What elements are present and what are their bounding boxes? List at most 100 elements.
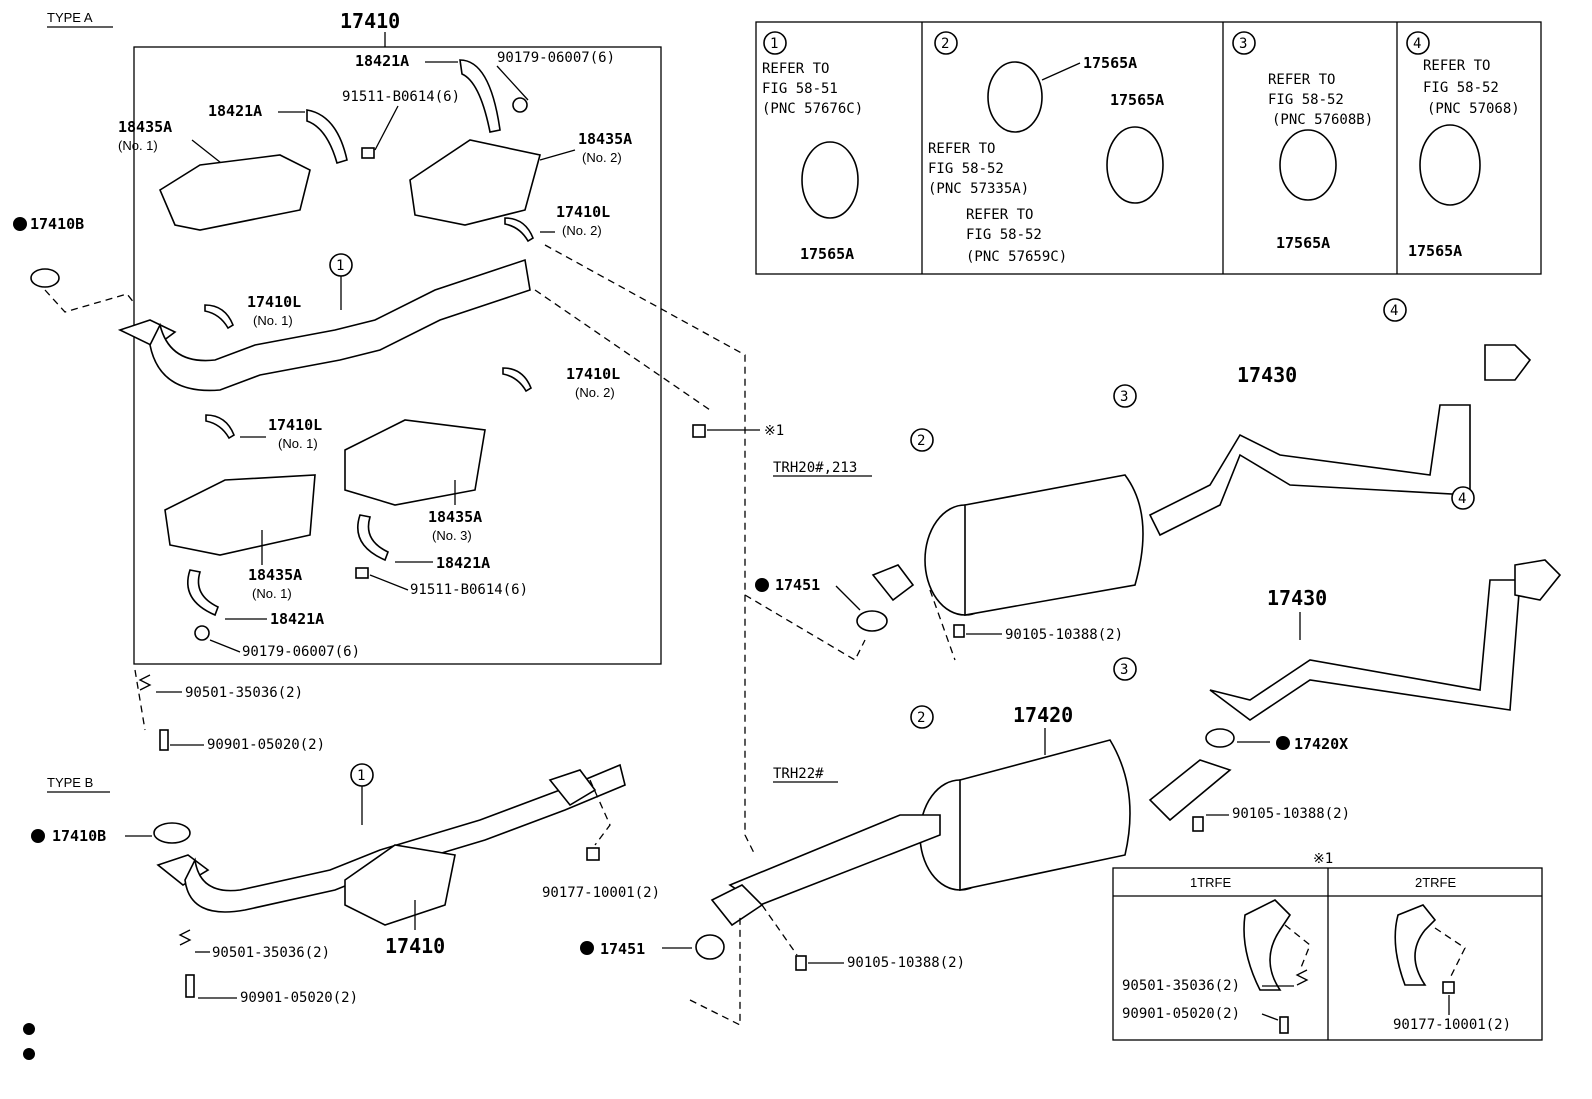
ref4-b: FIG 58-52 <box>1268 92 1344 108</box>
label-17410l-1-no: (No. 2) <box>562 223 602 238</box>
outlet-pipe-17420 <box>1148 759 1232 822</box>
callout-1-ref <box>763 31 787 55</box>
label-17451-1: 17451 <box>775 576 820 594</box>
bracket-17410l-4 <box>205 414 235 440</box>
svg-text:4: 4 <box>1413 36 1421 52</box>
label-17420: 17420 <box>1013 703 1073 727</box>
label-hanger-3: 17565A <box>1110 91 1164 109</box>
label-18435a-3-no: (No. 3) <box>432 528 472 543</box>
ref1-c: (PNC 57676C) <box>762 101 863 117</box>
hanger-17565a-3 <box>1106 126 1164 204</box>
hanger-17565a-2 <box>987 61 1043 133</box>
non-reusable-dot-1 <box>13 217 27 231</box>
muffler-body-17420-b <box>959 739 1131 891</box>
label-90901-2: 90901-05020(2) <box>240 990 358 1006</box>
table-1trfe: 1TRFE <box>1190 875 1232 890</box>
label-90501-3: 90501-35036(2) <box>1122 978 1240 994</box>
legend-dot-en <box>23 1048 35 1060</box>
gasket-17420x <box>1205 728 1235 748</box>
callout-4-ref <box>1406 31 1430 55</box>
label-18435a-4-no: (No. 1) <box>252 586 292 601</box>
callout-3-b <box>1113 657 1137 681</box>
ref1-b: FIG 58-51 <box>762 81 838 97</box>
ref5-a: REFER TO <box>1423 58 1490 74</box>
label-17410b-1: 17410B <box>30 215 84 233</box>
label-90105-2: 90105-10388(2) <box>1232 806 1350 822</box>
bolt-90105-3 <box>795 955 807 971</box>
non-reusable-dot-2 <box>31 829 45 843</box>
label-18435a-3: 18435A <box>428 508 482 526</box>
bracket-17410l-3 <box>502 367 532 393</box>
label-90105-1: 90105-10388(2) <box>1005 627 1123 643</box>
svg-text:1: 1 <box>357 768 365 784</box>
ref5-c: (PNC 57068) <box>1427 101 1520 117</box>
label-17420x: 17420X <box>1294 735 1348 753</box>
ref3-c: (PNC 57659C) <box>966 249 1067 265</box>
clamp-18421a-3 <box>357 514 390 562</box>
label-17430-b: 17430 <box>1267 586 1327 610</box>
hanger-17565a-1 <box>801 141 859 219</box>
ref1-a: REFER TO <box>762 61 829 77</box>
type-a-label: TYPE A <box>47 10 93 25</box>
pipe-end-1trfe <box>1243 899 1292 991</box>
bolt-90105-2 <box>1192 816 1204 832</box>
gasket-17410b-2 <box>153 822 191 844</box>
callout-3-ref <box>1232 31 1256 55</box>
muffler-body-17430-a <box>964 474 1144 616</box>
svg-text:2: 2 <box>917 710 925 726</box>
label-17410b-2: 17410B <box>52 827 106 845</box>
clamp-18421a-4 <box>187 569 220 617</box>
label-90501-1: 90501-35036(2) <box>185 685 303 701</box>
gasket-17451-1 <box>856 610 888 632</box>
label-17410-top: 17410 <box>340 9 400 33</box>
label-trh22: TRH22# <box>773 766 824 782</box>
non-reusable-dot-3 <box>755 578 769 592</box>
nut-90177-1 <box>586 847 600 861</box>
center-pipe-17420 <box>728 814 941 906</box>
label-90177-1: 90177-10001(2) <box>542 885 660 901</box>
label-17410-b: 17410 <box>385 934 445 958</box>
flange-muffler-a <box>871 564 915 602</box>
svg-text:4: 4 <box>1458 491 1466 507</box>
svg-text:4: 4 <box>1390 303 1398 319</box>
label-17410l-1: 17410L <box>556 203 610 221</box>
bolt-91511-2 <box>355 567 369 579</box>
label-hanger-2: 17565A <box>1083 54 1137 72</box>
spring-90501-3 <box>1295 969 1309 986</box>
flange-outlet-b <box>548 769 597 807</box>
callout-2-a <box>910 428 934 452</box>
bracket-17410l-2 <box>204 304 234 330</box>
svg-text:1: 1 <box>336 258 344 274</box>
hanger-17565a-4 <box>1279 129 1337 201</box>
label-17430-a: 17430 <box>1237 363 1297 387</box>
type-a-frame <box>133 46 662 665</box>
gasket-17410b-1 <box>30 268 60 288</box>
label-star1: ※1 <box>764 423 784 439</box>
legend-dot-jp <box>23 1023 35 1035</box>
table-2trfe: 2TRFE <box>1415 875 1457 890</box>
bolt-91511-1 <box>361 147 375 159</box>
heat-insulator-18435a-3 <box>344 419 486 506</box>
table-star1: ※1 <box>1313 851 1333 867</box>
label-18421a-3: 18421A <box>436 554 490 572</box>
label-trh20: TRH20#,213 <box>773 460 857 476</box>
label-hanger-1: 17565A <box>800 245 854 263</box>
label-17451-2: 17451 <box>600 940 645 958</box>
ref3-b: FIG 58-52 <box>966 227 1042 243</box>
ref4-c: (PNC 57608B) <box>1272 112 1373 128</box>
label-18435a-2: 18435A <box>578 130 632 148</box>
front-pipe-17410-a <box>149 258 531 392</box>
ref2-a: REFER TO <box>928 141 995 157</box>
label-18421a-4: 18421A <box>270 610 324 628</box>
ref2-b: FIG 58-52 <box>928 161 1004 177</box>
label-18435a-1-no: (No. 1) <box>118 138 158 153</box>
ref2-c: (PNC 57335A) <box>928 181 1029 197</box>
label-90105-3: 90105-10388(2) <box>847 955 965 971</box>
callout-4-a <box>1383 298 1407 322</box>
label-hanger-5: 17565A <box>1408 242 1462 260</box>
clamp-18421a-1 <box>459 59 501 133</box>
heat-insulator-18435a-2 <box>409 139 541 226</box>
spring-90501-1 <box>138 674 152 691</box>
reference-box <box>755 21 1542 275</box>
label-90179-1: 90179-06007(6) <box>497 50 615 66</box>
